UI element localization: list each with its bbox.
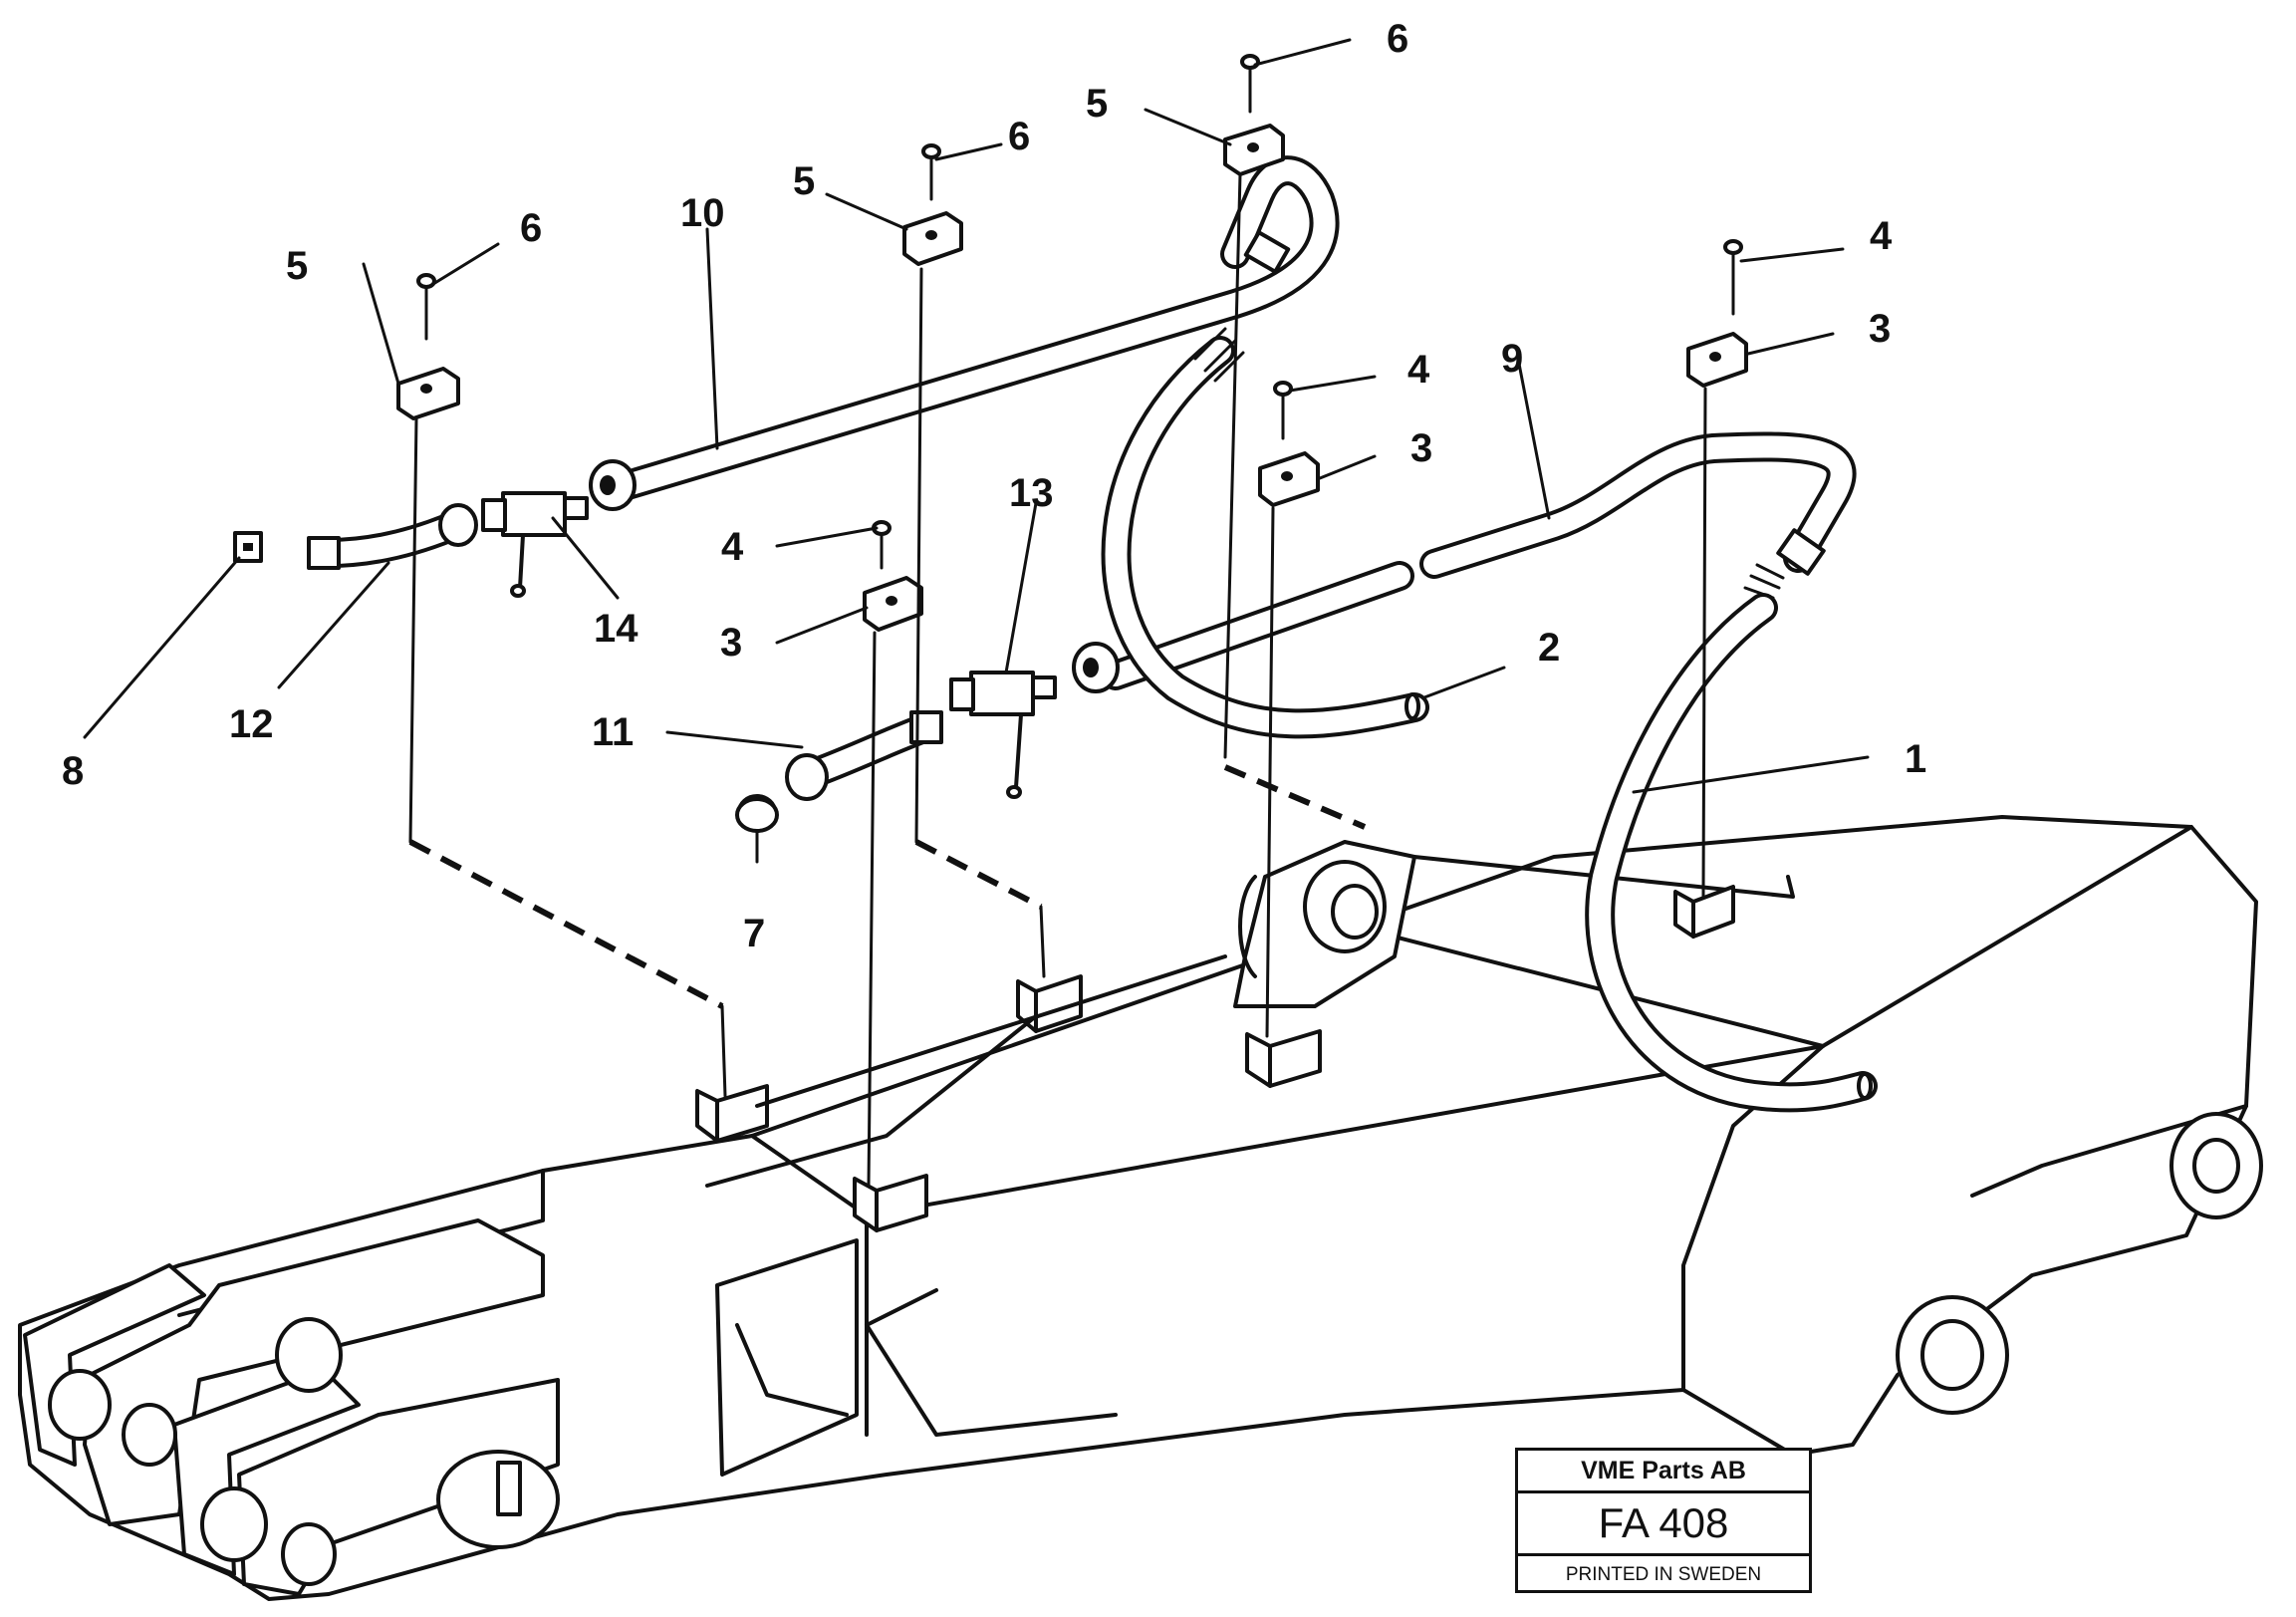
callout-2: 2 — [1538, 626, 1560, 670]
callout-5-top: 5 — [1086, 82, 1108, 126]
callout-14: 14 — [594, 607, 638, 651]
callout-4-center: 4 — [1407, 348, 1430, 392]
callout-4-left: 4 — [721, 525, 744, 569]
callout-5-mid: 5 — [793, 159, 815, 203]
callout-labels: 1 2 3 3 3 4 4 4 5 5 5 6 6 6 7 8 9 10 11 … — [62, 17, 1926, 955]
callout-4-right: 4 — [1870, 214, 1893, 258]
callout-11: 11 — [592, 710, 634, 754]
callout-8: 8 — [62, 749, 84, 793]
valve-13 — [949, 671, 1057, 799]
boom-mounted-clamps — [695, 885, 1735, 1232]
callout-3-right: 3 — [1869, 307, 1891, 351]
callout-3-left: 3 — [720, 621, 742, 665]
callout-7: 7 — [743, 912, 765, 955]
drawing-code: FA 408 — [1518, 1493, 1809, 1556]
alignment-lines — [408, 172, 1707, 1188]
pipe-9 — [1072, 431, 1857, 693]
callout-6-top: 6 — [1387, 17, 1408, 61]
callout-6-left: 6 — [520, 206, 542, 250]
hose-2 — [1101, 327, 1429, 739]
cap-7 — [735, 797, 779, 833]
title-block: VME Parts AB FA 408 PRINTED IN SWEDEN — [1515, 1448, 1812, 1593]
callout-10: 10 — [680, 191, 725, 235]
callout-1: 1 — [1905, 737, 1926, 781]
hose-1 — [1585, 563, 1878, 1113]
callout-3-center: 3 — [1410, 426, 1432, 470]
callout-6-mid: 6 — [1008, 115, 1030, 158]
callout-9: 9 — [1501, 337, 1523, 381]
hose-12 — [233, 503, 478, 570]
clamps-and-bolts — [396, 54, 1748, 632]
print-note: PRINTED IN SWEDEN — [1565, 1564, 1762, 1585]
callout-13: 13 — [1009, 471, 1054, 515]
valve-14 — [481, 491, 589, 598]
callout-5-left: 5 — [286, 244, 308, 288]
leader-lines — [83, 38, 1870, 864]
pipe-10 — [589, 155, 1340, 511]
company-name: VME Parts AB — [1518, 1451, 1809, 1493]
callout-12: 12 — [229, 702, 274, 746]
boom-arm — [18, 815, 2263, 1601]
